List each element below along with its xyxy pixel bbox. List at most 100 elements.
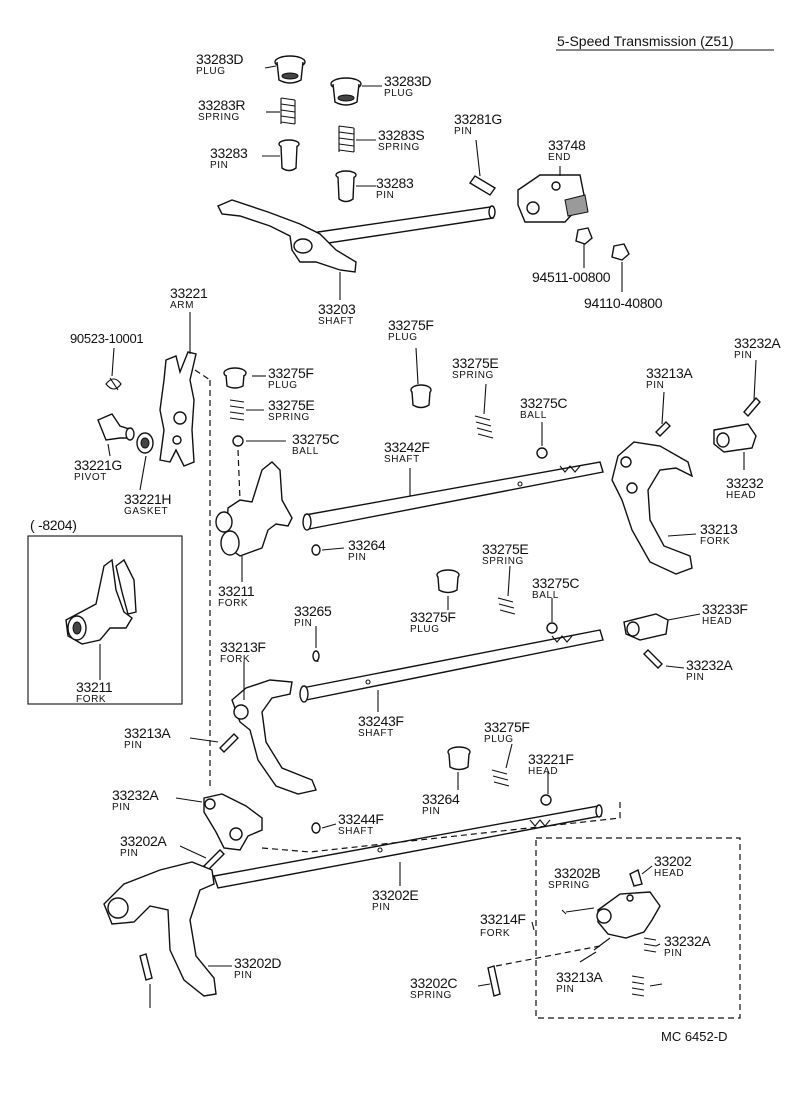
part-name: PIN — [372, 902, 391, 913]
part-number: 33264 — [348, 537, 386, 553]
plug-33275F-upper-drawing — [410, 384, 432, 409]
part-name: PLUG — [196, 66, 226, 77]
part-number: 33283D — [384, 73, 432, 89]
pin-33281G-drawing — [468, 175, 497, 196]
part-number: 33283S — [378, 127, 425, 143]
part-number: 33213A — [646, 365, 693, 381]
part-name: PIN — [686, 672, 705, 683]
part-number: 33275F — [388, 317, 434, 333]
part-number: 33202C — [410, 975, 458, 991]
plug-33275F-left-drawing — [223, 367, 247, 389]
plug-33283D-left-drawing — [274, 55, 306, 84]
part-name: PLUG — [484, 734, 514, 745]
shaft-33244F-drawing — [213, 804, 603, 889]
ball-33275C-upper-drawing — [536, 447, 548, 459]
part-number: 94110-40800 — [584, 295, 663, 311]
spring-33275E-left-drawing — [229, 399, 245, 421]
spring-33283S-drawing — [338, 125, 355, 153]
clip-90523-drawing — [105, 377, 122, 391]
part-number: 33211 — [76, 679, 113, 695]
part-number: 33221F — [528, 751, 574, 767]
leader-lines — [99, 65, 757, 1008]
inset-date-range: ( -8204) — [30, 517, 77, 533]
part-name: SPRING — [378, 142, 420, 153]
part-number: 33283 — [376, 175, 414, 191]
part-name: PLUG — [384, 88, 414, 99]
pin-33202E-tip — [561, 909, 567, 915]
part-number: 33275C — [292, 431, 340, 447]
part-number: 33283 — [210, 145, 248, 161]
part-number: 33211 — [218, 583, 255, 599]
pin-33202E-drawing — [565, 907, 595, 913]
part-number: 33232A — [734, 335, 781, 351]
head-33233F-drawing — [623, 613, 669, 641]
part-name: FORK — [700, 536, 731, 547]
ball-33275C-lower-drawing — [540, 794, 552, 806]
part-name: SPRING — [268, 412, 310, 423]
part-number: 33221 — [170, 285, 208, 301]
part-number: 33283D — [196, 51, 244, 67]
part-name: PIN — [294, 618, 313, 629]
part-name: PIN — [112, 802, 131, 813]
part-name: PIN — [348, 552, 367, 563]
part-number: 33203 — [318, 301, 356, 317]
pin-33232A-upper-drawing — [743, 396, 761, 418]
part-name: PLUG — [268, 380, 298, 391]
fork-33213-drawing — [611, 441, 694, 575]
spring-33202B-drawing — [643, 937, 657, 953]
part-name: SPRING — [482, 556, 524, 567]
plug-33283D-right-drawing — [330, 77, 362, 106]
head-33202-group-frame — [535, 837, 741, 1019]
head-33232-drawing — [713, 423, 757, 453]
pin-33213A-upper-drawing — [655, 421, 671, 437]
part-name: SPRING — [198, 112, 240, 123]
part-number: 33221H — [124, 491, 172, 507]
gasket-33221H-drawing — [136, 432, 154, 454]
pivot-33221G-drawing — [97, 413, 135, 441]
diagram-title: 5-Speed Transmission (Z51) — [557, 33, 734, 49]
part-number: 33202B — [554, 865, 601, 881]
part-name: SHAFT — [338, 826, 374, 837]
pin-33213A-lower-drawing — [139, 953, 153, 981]
part-name: FORK — [480, 928, 511, 939]
ball-33275C-left-drawing — [232, 435, 244, 447]
part-number: 33232A — [686, 657, 733, 673]
pin-33283-right-drawing — [335, 170, 357, 203]
part-name: HEAD — [702, 616, 733, 627]
plug-33275F-mid-drawing — [436, 569, 460, 594]
part-number: 33748 — [548, 137, 586, 153]
part-number: 33265 — [294, 603, 332, 619]
pin-33202A-drawing — [629, 868, 643, 887]
pin-33202D-drawing — [593, 937, 611, 951]
part-number: 33281G — [454, 111, 503, 127]
head-33202-drawing — [596, 891, 661, 939]
part-name: PIN — [120, 848, 139, 859]
part-number: 33202A — [120, 833, 167, 849]
part-number: 33264 — [422, 791, 460, 807]
part-name: FORK — [76, 694, 107, 705]
spring-33202C-drawing — [631, 975, 645, 997]
ball-dash-left — [237, 449, 241, 501]
part-name: PIN — [210, 160, 229, 171]
part-number: 94511-00800 — [532, 269, 611, 285]
part-number: 33243F — [358, 713, 404, 729]
part-name: GASKET — [124, 506, 169, 517]
part-number: 33213F — [220, 639, 266, 655]
spring-33275E-lower-drawing — [491, 769, 510, 787]
part-number: 33214F — [480, 911, 526, 927]
part-number: 33275C — [520, 395, 568, 411]
part-number: 33244F — [338, 811, 384, 827]
part-number: 33275E — [268, 397, 315, 413]
part-number: 33242F — [384, 439, 430, 455]
fork-33211-drawing — [215, 461, 293, 557]
part-name: PIN — [376, 190, 395, 201]
pin-33232A-mid-drawing — [643, 649, 663, 669]
shaft-33242F-drawing — [302, 461, 604, 531]
plug-33275F-lower-drawing — [447, 746, 471, 771]
ball-33275C-mid-drawing — [546, 622, 558, 634]
fork-33213F-drawing — [231, 679, 317, 795]
arm-leader-dash — [194, 369, 211, 381]
part-number: 33233F — [702, 601, 748, 617]
